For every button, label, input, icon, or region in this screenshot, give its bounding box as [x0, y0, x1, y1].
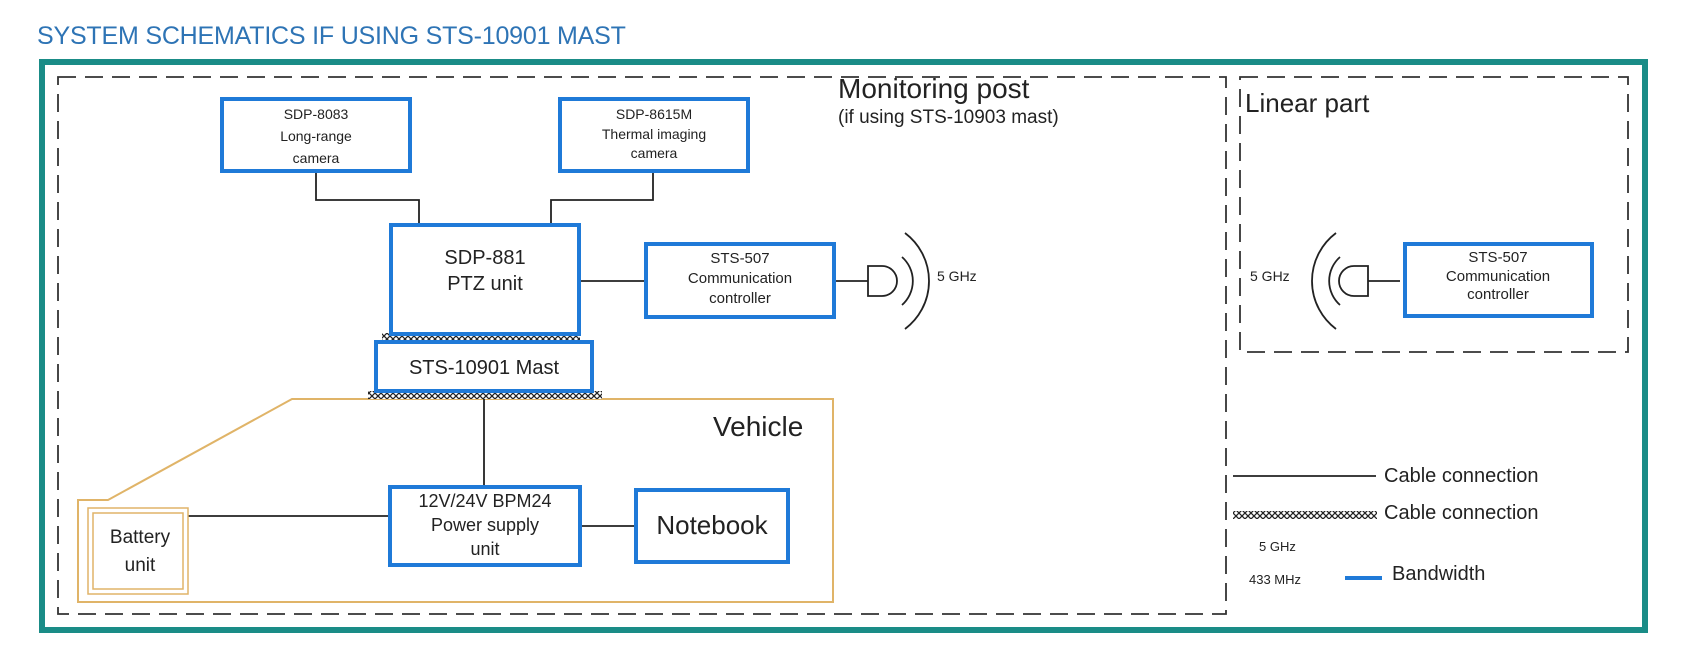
notebook-label: Notebook [656, 510, 768, 540]
linear-part-region [1239, 76, 1629, 353]
battery-box-outer [87, 507, 189, 595]
comm-left-type: Communication [688, 270, 792, 287]
comm-right-type: Communication [1446, 268, 1550, 285]
comm-right-model: STS-507 [1468, 249, 1527, 266]
long-camera-word: camera [293, 150, 340, 166]
legend-5ghz: 5 GHz [1259, 539, 1296, 554]
power-model: 12V/24V BPM24 [418, 491, 551, 511]
legend-cable-hatched: Cable connection [1384, 502, 1539, 524]
antenna-right-frequency: 5 GHz [1250, 268, 1290, 284]
battery-line1: Battery [110, 527, 171, 548]
communication-controller-right-box [1403, 242, 1594, 318]
legend-cable-solid: Cable connection [1384, 465, 1539, 487]
battery-box-inner [92, 512, 184, 590]
long-camera-model: SDP-8083 [284, 106, 349, 122]
power-word: unit [470, 539, 499, 559]
page-title: SYSTEM SCHEMATICS IF USING STS-10901 MAS… [37, 22, 626, 50]
cable-connections [188, 171, 1400, 527]
legend-hatched-line [1233, 511, 1377, 519]
power-supply-box [388, 485, 582, 567]
monitoring-post-title: Monitoring post [838, 73, 1030, 104]
hatched-cable-bottom [368, 391, 602, 399]
thermal-camera-model: SDP-8615M [616, 106, 692, 122]
mast-box [374, 340, 594, 393]
comm-left-model: STS-507 [710, 250, 769, 267]
mast-label: STS-10901 Mast [409, 357, 560, 379]
linear-part-title: Linear part [1245, 88, 1370, 118]
monitoring-post-region [57, 76, 1227, 615]
comm-left-word: controller [709, 290, 771, 307]
monitoring-post-subtitle: (if using STS-10903 mast) [838, 107, 1059, 128]
communication-controller-left-box [644, 242, 836, 319]
antenna-left-icon [867, 232, 930, 330]
thermal-camera-word: camera [631, 145, 678, 161]
thermal-camera-box [558, 97, 750, 173]
notebook-box [634, 488, 790, 564]
legend-bandwidth: Bandwidth [1392, 563, 1485, 585]
hatched-cable-top [382, 333, 580, 341]
vehicle-outline [77, 398, 834, 603]
legend: Cable connection Cable connection 5 GHz … [1233, 465, 1539, 587]
long-range-camera-box [220, 97, 412, 173]
antenna-right-icon [1311, 232, 1369, 330]
long-camera-type: Long-range [280, 128, 352, 144]
antenna-left-frequency: 5 GHz [937, 268, 977, 284]
ptz-model: SDP-881 [444, 247, 525, 269]
comm-right-word: controller [1467, 286, 1529, 303]
ptz-type: PTZ unit [447, 273, 523, 295]
battery-line2: unit [125, 555, 156, 576]
ptz-unit-box [389, 223, 581, 336]
vehicle-label: Vehicle [713, 411, 803, 442]
thermal-camera-type: Thermal imaging [602, 126, 706, 142]
legend-433mhz: 433 MHz [1249, 572, 1301, 587]
power-type: Power supply [431, 515, 539, 535]
outer-frame [39, 59, 1648, 633]
